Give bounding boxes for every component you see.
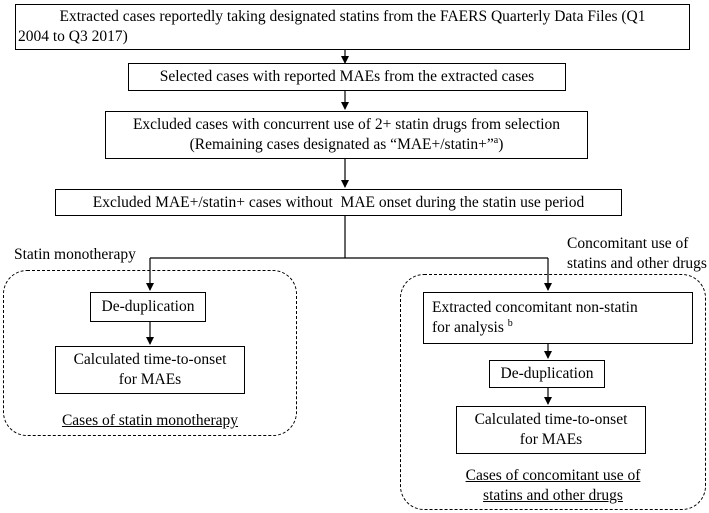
label-concomitant-use: Concomitant use of statins and other dru… xyxy=(567,235,707,272)
step-excluded-concurrent-line1: Excluded cases with concurrent use of 2+… xyxy=(132,116,561,133)
caption-concomitant-use: Cases of concomitant use of statins and … xyxy=(465,467,641,504)
step-excluded-no-onset-text: Excluded MAE+/statin+ cases without MAE … xyxy=(92,193,585,211)
group-statin-monotherapy xyxy=(3,270,297,436)
label-statin-monotherapy: Statin monotherapy xyxy=(14,246,136,263)
left-deduplication-box: De-duplication xyxy=(90,292,206,322)
step-selected-mae-cases: Selected cases with reported MAEs from t… xyxy=(128,63,566,91)
footnote-b: b xyxy=(507,317,513,329)
step-extracted-cases-line2: 2004 to Q3 2017) xyxy=(18,28,128,45)
left-calculated-time-box: Calculated time-to-onset for MAEs xyxy=(55,346,245,394)
right-extracted-nonstatin-box: Extracted concomitant non-statin for ana… xyxy=(423,292,693,344)
right-deduplication-box: De-duplication xyxy=(489,360,605,388)
step-extracted-cases: Extracted cases reportedly taking design… xyxy=(15,4,690,50)
step-selected-mae-cases-text: Selected cases with reported MAEs from t… xyxy=(159,68,535,85)
step-excluded-concurrent-line2: (Remaining cases designated as “MAE+/sta… xyxy=(189,134,504,153)
group-concomitant-use xyxy=(400,274,706,510)
footnote-a: a xyxy=(493,134,499,146)
step-excluded-no-onset: Excluded MAE+/statin+ cases without MAE … xyxy=(55,189,622,216)
caption-statin-monotherapy: Cases of statin monotherapy xyxy=(61,412,239,429)
right-calculated-time-box: Calculated time-to-onset for MAEs xyxy=(456,406,646,454)
step-extracted-cases-line1: Extracted cases reportedly taking design… xyxy=(59,8,646,25)
step-excluded-concurrent: Excluded cases with concurrent use of 2+… xyxy=(105,111,588,159)
